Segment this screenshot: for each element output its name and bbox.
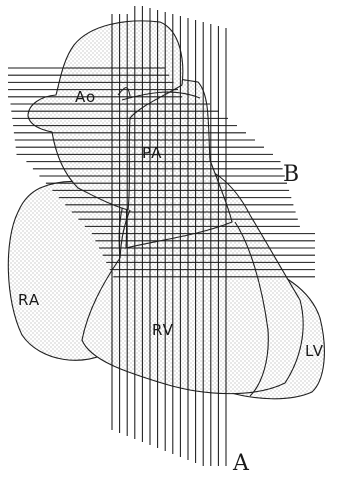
label-pulmonary-artery: PA	[142, 144, 162, 162]
label-left-ventricle: LV	[305, 342, 324, 360]
label-plane-b: B	[283, 162, 299, 187]
label-right-ventricle: RV	[152, 321, 174, 339]
label-aorta: Ao	[75, 88, 96, 106]
heart-chambers	[8, 21, 324, 399]
label-right-atrium: RA	[18, 291, 40, 309]
label-plane-a: A	[232, 451, 250, 476]
